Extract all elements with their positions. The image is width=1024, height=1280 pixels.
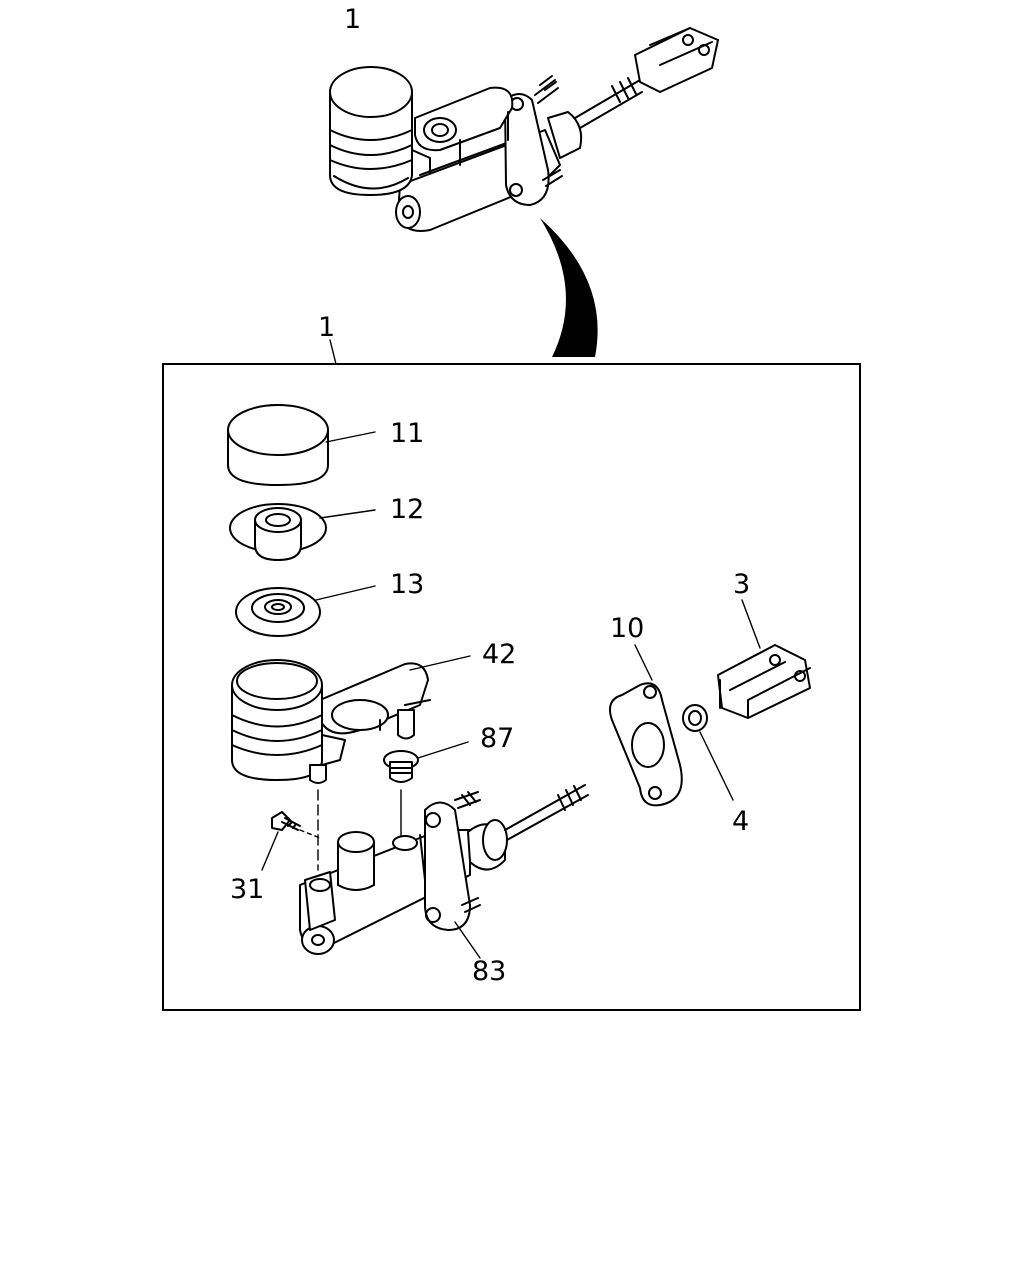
part-10-gasket (609, 682, 683, 807)
part-11-cap (227, 404, 329, 486)
callout-part-12: 12 (390, 494, 424, 525)
assembled-master-cylinder (329, 27, 719, 232)
callout-part-11: 11 (390, 418, 424, 449)
part-87-plug (383, 750, 419, 783)
part-4-nut (682, 704, 708, 732)
part-42-reservoir (231, 659, 431, 784)
cylinder-body (299, 784, 589, 955)
callout-part-87: 87 (480, 723, 514, 754)
callout-part-83: 83 (472, 956, 506, 987)
part-31-bolt (271, 811, 321, 839)
exploded-view-frame (162, 363, 861, 1011)
callout-assembly-box: 1 (318, 312, 335, 343)
callout-part-13: 13 (390, 569, 424, 600)
part-13-plate (235, 587, 321, 637)
callout-part-4: 4 (732, 806, 749, 837)
callout-part-42: 42 (482, 639, 516, 670)
part-12-diaphragm (229, 503, 327, 561)
callout-assembly-top: 1 (344, 4, 361, 35)
callout-part-10: 10 (610, 613, 644, 644)
part-3-clevis (717, 644, 811, 719)
callout-part-31: 31 (230, 874, 264, 905)
callout-part-3: 3 (733, 569, 750, 600)
exploded-view-arrow (540, 218, 598, 357)
